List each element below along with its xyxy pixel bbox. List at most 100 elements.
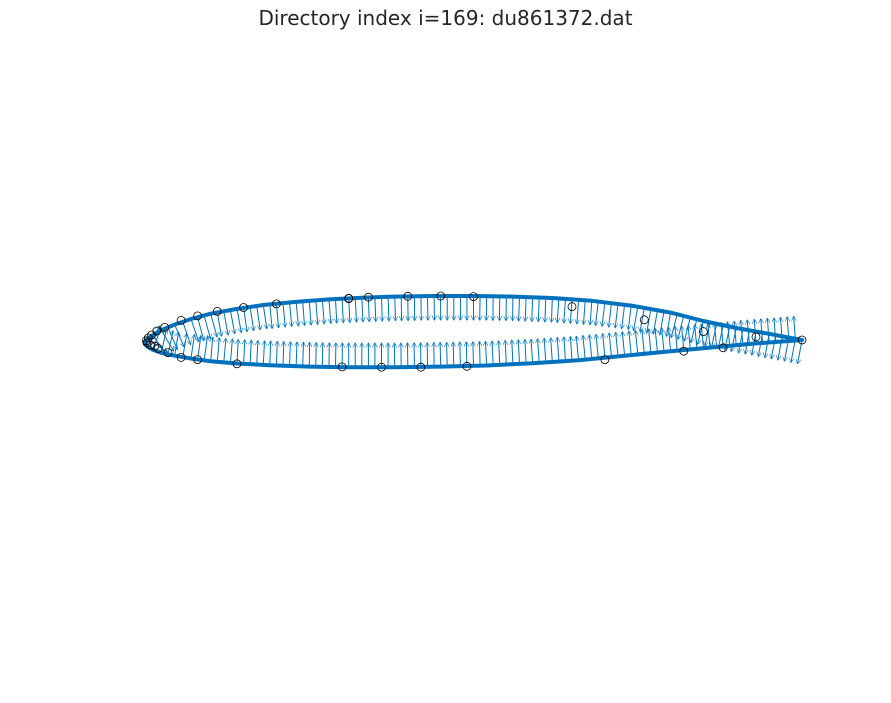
normal-arrow: [447, 342, 448, 367]
normal-arrow: [552, 297, 553, 322]
normal-arrow: [570, 299, 572, 323]
normal-arrow: [577, 299, 579, 324]
normal-arrow: [283, 342, 284, 366]
normal-arrow: [609, 333, 611, 358]
normal-arrow: [525, 297, 526, 321]
control-point-marker: [416, 362, 426, 372]
normal-arrow: [309, 300, 311, 325]
control-point-marker: [147, 330, 157, 340]
normal-arrow: [771, 335, 777, 359]
normal-arrow: [250, 340, 251, 365]
normal-arrow: [564, 337, 566, 362]
normal-arrow: [767, 319, 769, 343]
normal-arrow: [791, 338, 796, 363]
normal-arrow: [701, 324, 703, 349]
normal-arrow: [492, 341, 493, 366]
normal-arrow: [203, 337, 207, 361]
control-point-marker: [600, 355, 610, 365]
normal-arrow: [174, 332, 179, 356]
normal-arrow: [647, 309, 652, 333]
normal-arrow: [262, 304, 267, 329]
control-point-marker: [193, 355, 203, 365]
normal-arrow: [603, 334, 605, 358]
normal-arrow: [270, 304, 272, 328]
normal-arrow: [640, 307, 645, 332]
normal-arrow: [557, 338, 559, 362]
normal-arrow: [375, 297, 376, 321]
normal-arrow: [486, 342, 487, 366]
normal-arrow: [290, 342, 291, 366]
normal-arrow: [362, 297, 363, 322]
normal-arrow: [229, 310, 234, 334]
normal-arrow: [688, 326, 690, 350]
normal-arrow: [211, 337, 213, 362]
normal-arrow: [718, 325, 724, 348]
control-point-marker: [271, 299, 281, 309]
normal-arrow: [682, 326, 684, 351]
normal-arrow: [440, 343, 441, 367]
control-point-marker: [239, 303, 249, 312]
control-point-marker: [344, 293, 354, 303]
control-point-marker: [150, 341, 160, 351]
control-point-marker: [377, 362, 386, 372]
normal-arrow: [668, 327, 670, 352]
normal-arrow: [691, 319, 698, 342]
normal-arrow: [570, 337, 572, 361]
normal-arrow: [283, 303, 285, 327]
normal-arrow: [303, 342, 304, 367]
normal-arrow: [453, 342, 454, 367]
normal-arrow: [545, 297, 546, 322]
normal-arrow: [249, 306, 254, 331]
normal-arrow: [256, 305, 261, 330]
normal-arrow: [583, 336, 585, 360]
normal-arrow: [602, 302, 606, 326]
normal-arrow: [695, 325, 697, 349]
normal-arrow: [276, 341, 277, 366]
normal-arrow: [794, 317, 796, 341]
control-point-marker: [145, 340, 155, 350]
normal-arrow: [576, 336, 578, 361]
normal-arrow: [329, 299, 331, 323]
airfoil-surface-line: [143, 294, 804, 370]
control-point-marker: [363, 292, 373, 302]
normal-arrow: [628, 305, 632, 330]
normal-arrow: [622, 304, 626, 329]
normal-arrow: [395, 296, 396, 321]
control-point-marker: [567, 302, 577, 312]
chart-title: Directory index i=169: du861372.dat: [258, 6, 633, 30]
normal-arrow: [671, 314, 678, 337]
normal-arrow: [531, 339, 533, 364]
normal-arrow: [505, 341, 506, 365]
normal-arrow: [236, 308, 241, 333]
normal-arrow: [167, 331, 173, 355]
normal-arrow: [666, 312, 672, 337]
normal-arrow: [174, 324, 184, 347]
normal-arrow: [460, 342, 461, 367]
normal-arrow: [525, 340, 526, 364]
normal-arrow: [388, 296, 389, 321]
normal-arrow: [564, 298, 566, 323]
normal-arrow: [649, 329, 651, 354]
control-point-marker: [403, 291, 413, 301]
normal-arrow: [714, 323, 716, 348]
control-point-marker: [797, 335, 807, 345]
normal-arrow: [182, 333, 187, 358]
normal-arrow: [230, 339, 232, 364]
normal-arrow: [190, 335, 194, 359]
normal-arrow: [499, 341, 500, 365]
control-point-marker: [193, 311, 203, 321]
normal-arrow: [518, 340, 519, 364]
normal-arrow: [538, 339, 540, 363]
normal-arrow: [223, 311, 228, 335]
normal-arrow: [557, 298, 559, 323]
normal-arrow: [590, 300, 592, 325]
normal-arrow: [538, 297, 539, 322]
normal-arrow: [655, 329, 657, 353]
normal-arrow: [210, 313, 217, 337]
normal-arrow: [160, 329, 173, 351]
normal-arrow: [336, 299, 337, 323]
normal-arrow: [622, 332, 624, 356]
normal-arrow: [473, 342, 474, 366]
normal-arrow: [596, 334, 598, 359]
